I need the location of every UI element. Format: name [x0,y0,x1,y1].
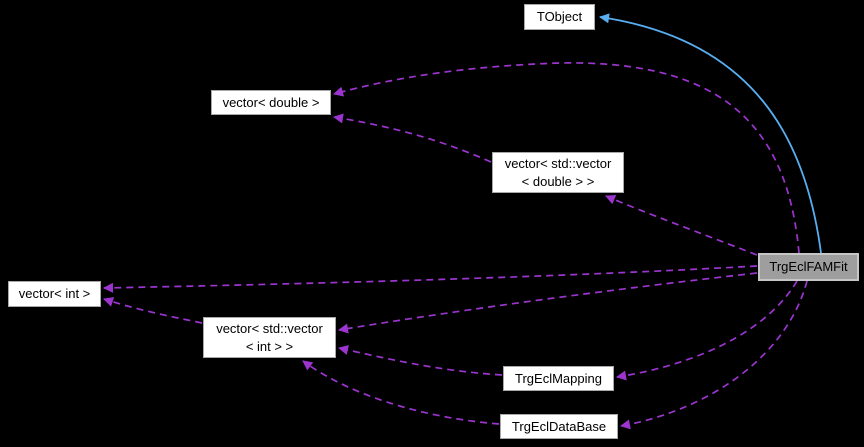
node-trgecldatabase[interactable]: TrgEclDataBase [500,414,618,439]
node-tobject[interactable]: TObject [524,4,595,30]
edge-trgeclfamfit-trgecldatabase [620,280,808,430]
edge-trgeclmapping-vector-vector-int [338,345,503,376]
edge-trgeclfamfit-trgeclmapping [616,280,798,381]
edge-trgeclfamfit-vector-double [333,62,800,254]
edge-vector-vector-int-vector-int [103,297,203,324]
node-vector-vector-int: vector< std::vector < int > > [203,317,336,358]
edge-trgeclfamfit-vector-int [103,265,758,293]
node-vector-double: vector< double > [211,90,331,115]
edge-trgeclfamfit-tobject [599,13,822,254]
edge-trgecldatabase-vector-vector-int [302,360,500,425]
node-trgeclmapping[interactable]: TrgEclMapping [503,366,614,391]
node-vector-vector-double: vector< std::vector < double > > [492,152,624,193]
edge-vector-vector-double-vector-double [333,113,492,163]
edge-trgeclfamfit-vector-vector-int [338,272,758,334]
edge-trgeclfamfit-vector-vector-double [605,194,758,256]
node-trgeclfamfit-current: TrgEclFAMFit [758,253,859,281]
node-vector-int: vector< int > [8,281,101,307]
